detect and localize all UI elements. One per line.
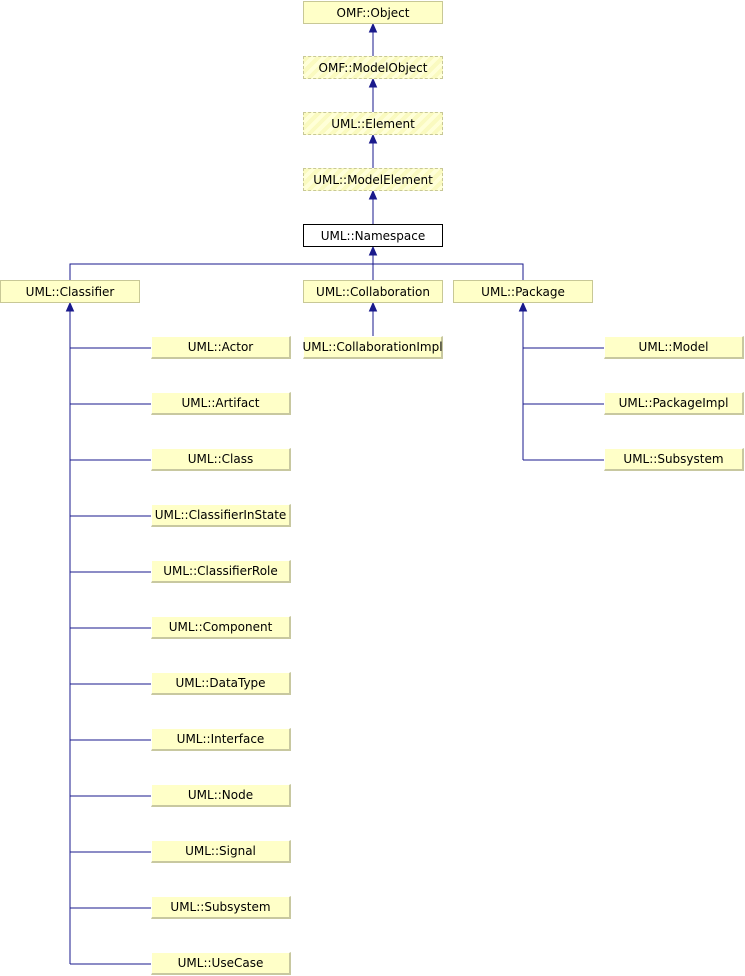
node-uml-artifact[interactable]: UML::Artifact [151,392,291,415]
node-uml-actor[interactable]: UML::Actor [151,336,291,359]
node-uml-package[interactable]: UML::Package [453,280,593,303]
node-uml-collaborationimpl[interactable]: UML::CollaborationImpl [302,336,443,359]
node-uml-node[interactable]: UML::Node [151,784,291,807]
edge-arrowhead-chain-3 [368,189,378,200]
node-omf-modelobject[interactable]: OMF::ModelObject [303,56,443,79]
node-uml-interface[interactable]: UML::Interface [151,728,291,751]
edge-arrowhead-chain-2 [368,133,378,144]
edge-arrowhead-chain-0 [368,22,378,33]
node-omf-object[interactable]: OMF::Object [303,1,443,24]
node-uml-modelelement[interactable]: UML::ModelElement [303,168,443,191]
node-uml-subsystem-package-child[interactable]: UML::Subsystem [604,448,744,471]
edge-arrowhead-classifier [65,301,75,312]
node-uml-datatype[interactable]: UML::DataType [151,672,291,695]
node-uml-usecase[interactable]: UML::UseCase [151,952,291,975]
node-uml-subsystem-classifier-child[interactable]: UML::Subsystem [151,896,291,919]
edge-namespace-children [69,263,524,280]
node-uml-collaboration[interactable]: UML::Collaboration [303,280,443,303]
node-uml-classifierinstate[interactable]: UML::ClassifierInState [151,504,291,527]
node-uml-model[interactable]: UML::Model [604,336,744,359]
edge-arrowhead-namespace [368,245,378,256]
node-uml-class[interactable]: UML::Class [151,448,291,471]
edge-arrowhead-chain-1 [368,77,378,88]
node-uml-classifier[interactable]: UML::Classifier [0,280,140,303]
node-uml-packageimpl[interactable]: UML::PackageImpl [604,392,744,415]
node-uml-element[interactable]: UML::Element [303,112,443,135]
node-uml-component[interactable]: UML::Component [151,616,291,639]
edge-arrowhead-package [518,301,528,312]
node-uml-signal[interactable]: UML::Signal [151,840,291,863]
node-uml-classifierrole[interactable]: UML::ClassifierRole [151,560,291,583]
node-uml-namespace: UML::Namespace [303,224,443,247]
edge-arrowhead-collaboration [368,301,378,312]
